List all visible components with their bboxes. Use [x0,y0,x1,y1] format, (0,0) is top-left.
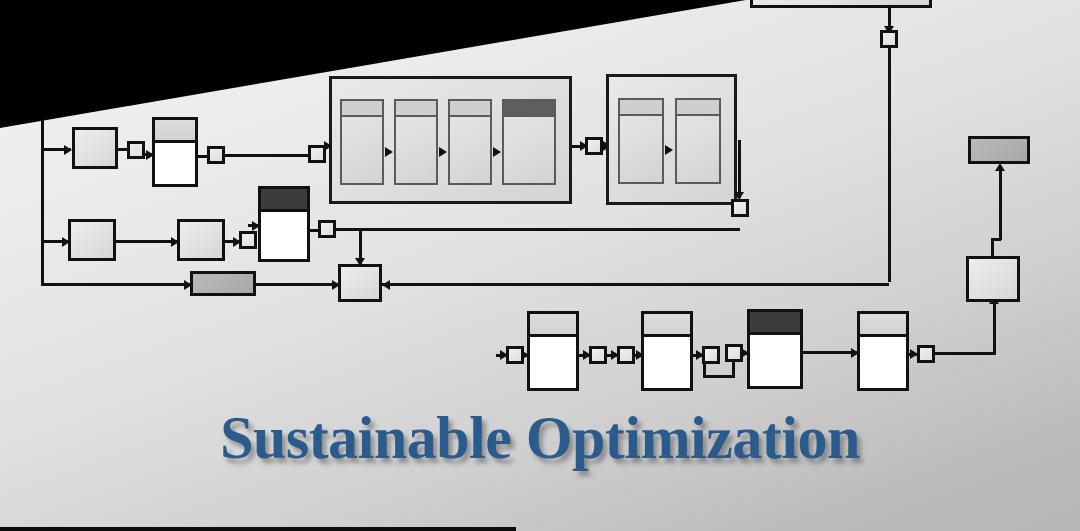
node-top-clipped-box[interactable] [750,0,932,8]
node-output-bar[interactable] [968,136,1030,164]
edge-right-trunk-to-merge [382,283,889,286]
arrowhead-g2-1-2 [665,145,673,155]
edge-c8-right-run [336,228,740,231]
connector-c12[interactable] [702,346,720,364]
arrowhead-gray-bar [184,280,192,290]
group-1-step-1[interactable] [340,99,384,185]
connector-c8[interactable] [318,220,336,238]
edge-output-jog [991,238,1001,241]
edge-stage-3-to-stage-4 [803,351,858,354]
group-1-step-2[interactable] [394,99,438,185]
arrowhead-input-a [64,145,72,155]
node-stage-4[interactable] [857,311,909,391]
arrowhead-merge-right [382,280,390,290]
connector-c13[interactable] [917,345,935,363]
connector-c3[interactable] [207,146,225,164]
node-process-b[interactable] [177,219,225,261]
arrowhead-input-b [62,237,70,247]
edge-process-c-to-c8 [310,229,320,232]
arrowhead-output-bar [995,163,1005,171]
node-process-a[interactable] [152,117,198,187]
arrowhead-c7 [233,237,241,247]
arrowhead-process-c [252,221,260,231]
arrowhead-g1-2-3 [439,147,447,157]
edge-left-spine [41,108,44,284]
edge-c8-drop-to-merge [359,228,362,264]
group-1-step-4[interactable] [502,99,556,185]
node-gray-bar[interactable] [190,271,256,296]
arrowhead-process-a [146,150,154,160]
group-1-step-3[interactable] [448,99,492,185]
node-output-collector[interactable] [966,256,1020,302]
node-stage-3[interactable] [747,309,803,389]
edge-c3-to-c4 [225,154,309,157]
connector-c4[interactable] [308,145,326,163]
edge-right-trunk [888,48,891,282]
arrowhead-stage-2 [636,350,644,360]
edge-process-a-to-c3 [198,155,208,158]
edge-spine-to-input-a [41,148,71,151]
arrowhead-c5 [580,141,588,151]
edge-output-collector-up-a [991,238,994,258]
edge-input-a-to-c2 [118,148,128,151]
edge-c12-hook-down [703,362,706,378]
connector-c10[interactable] [589,346,607,364]
connector-c5[interactable] [585,137,603,155]
edge-input-b-to-process-b [116,240,178,243]
connector-c1[interactable] [880,30,898,48]
bottom-rule [0,527,516,531]
page-title: Sustainable Optimization [220,405,860,471]
edge-output-collector-up-b [999,170,1002,240]
node-input-a[interactable] [72,127,118,169]
edge-c12-hook-up [732,358,735,376]
arrowhead-c10 [583,350,591,360]
arrowhead-g1-1-2 [385,147,393,157]
edge-top-drop [888,6,891,30]
edge-c13-right-run [935,352,996,355]
node-stage-2[interactable] [641,311,693,391]
group-2-step-2[interactable] [675,98,721,184]
arrowhead-process-b [171,237,179,247]
arrowhead-c11 [611,350,619,360]
edge-gray-bar-to-merge [256,283,340,286]
connector-c6[interactable] [731,199,749,217]
edge-process-b-to-c7 [225,240,239,243]
group-2-step-1[interactable] [618,98,664,184]
arrowhead-g1-3-4 [493,147,501,157]
arrowhead-into-group-1 [324,141,332,151]
node-merge-node[interactable] [338,264,382,302]
arrowhead-stage-3 [741,348,749,358]
arrowhead-merge-left [332,280,340,290]
arrowhead-stage-4 [851,348,859,358]
arrowhead-c9 [500,350,508,360]
group-2-container[interactable] [606,74,737,205]
node-process-c[interactable] [258,186,310,262]
connector-c2[interactable] [127,141,145,159]
arrowhead-c12a [696,350,704,360]
edge-c13-up-to-output [993,302,996,354]
arrowhead-c13 [910,349,918,359]
connector-c11[interactable] [617,346,635,364]
arrowhead-merge-top [355,258,365,266]
connector-c7[interactable] [239,231,257,249]
edge-c12-hook-across [703,375,735,378]
arrowhead-stage-1 [521,350,529,360]
group-1-container[interactable] [329,76,572,204]
edge-spine-to-input-b [41,240,69,243]
node-stage-1[interactable] [527,311,579,391]
arrowhead-group-2-hook [734,192,744,200]
edge-group-2-hook-down [738,140,741,198]
edge-spine-to-gray-bar [41,283,191,286]
node-input-b[interactable] [68,219,116,261]
